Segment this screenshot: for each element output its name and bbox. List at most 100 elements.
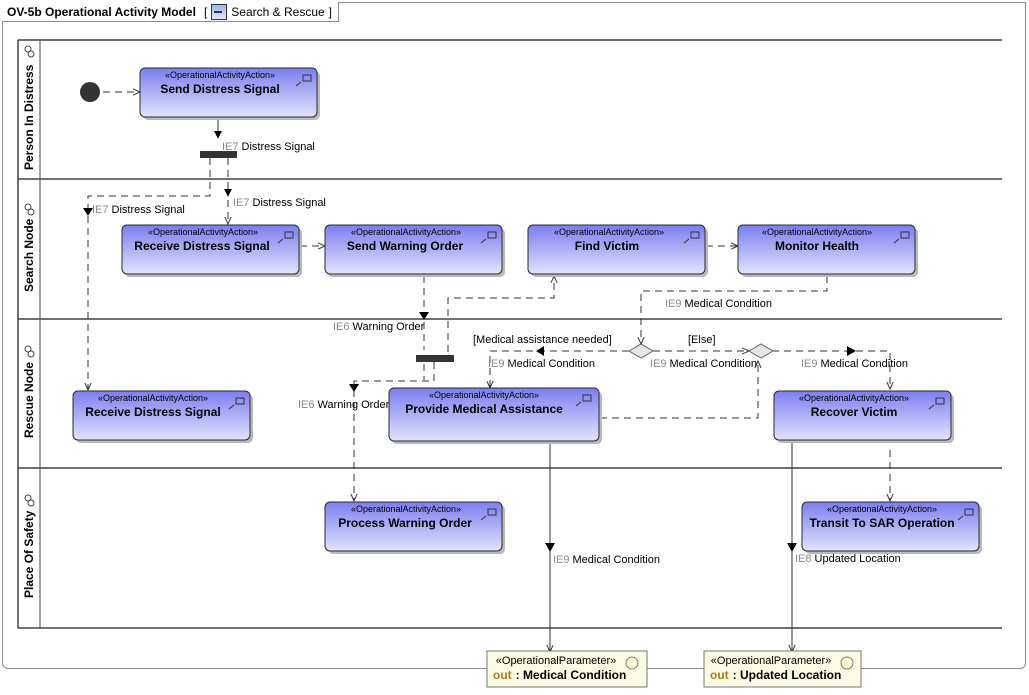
action-name: Process Warning Order (338, 516, 472, 530)
action-receive-distress-signal-rescue[interactable]: «OperationalActivityAction» Receive Dist… (72, 390, 253, 443)
parameter-name: out: Medical Condition (493, 668, 626, 682)
action-stereotype: «OperationalActivityAction» (799, 393, 909, 403)
pin-arrowhead (787, 543, 797, 552)
lane-icon (24, 45, 35, 58)
merge-node[interactable] (748, 343, 774, 359)
action-name: Send Warning Order (347, 239, 464, 253)
parameter-stereotype: «OperationalParameter» (711, 655, 831, 667)
rake-icon (957, 508, 974, 521)
parameter-icon (840, 656, 854, 670)
lane-place-of-safety[interactable]: Place Of Safety (22, 494, 36, 598)
action-find-victim[interactable]: «OperationalActivityAction» Find Victim (527, 224, 708, 277)
lane-label: Person In Distress (22, 64, 36, 170)
rake-icon (480, 231, 497, 244)
action-name: Receive Distress Signal (134, 239, 269, 253)
swimlanes: Person In Distress Search Node Rescue No… (17, 39, 1002, 629)
action-name: Monitor Health (775, 239, 859, 253)
lane-label: Rescue Node (22, 362, 36, 438)
rake-icon (893, 231, 910, 244)
action-stereotype: «OperationalActivityAction» (762, 227, 872, 237)
action-name: Send Distress Signal (160, 82, 279, 96)
action-stereotype: «OperationalActivityAction» (554, 227, 664, 237)
action-receive-distress-signal-search[interactable]: «OperationalActivityAction» Receive Dist… (121, 224, 302, 277)
rake-icon (480, 508, 497, 521)
activity-diagram-icon (211, 3, 228, 20)
diagram-title-tab[interactable]: OV-5b Operational Activity Model [ Searc… (2, 2, 340, 22)
action-stereotype: «OperationalActivityAction» (148, 227, 258, 237)
lane-icon (24, 203, 35, 216)
object-flow-ie9[interactable] (772, 350, 890, 389)
pin-arrowhead (847, 346, 856, 356)
action-send-warning-order[interactable]: «OperationalActivityAction» Send Warning… (324, 224, 505, 277)
parameter-medical-condition[interactable]: «OperationalParameter» out: Medical Cond… (486, 650, 648, 688)
rake-icon (228, 397, 245, 410)
guard-else[interactable]: [Else] (688, 334, 716, 346)
action-send-distress-signal[interactable]: «OperationalActivityAction» Send Distres… (139, 67, 320, 120)
action-name: Receive Distress Signal (85, 405, 220, 419)
action-stereotype: «OperationalActivityAction» (429, 390, 539, 400)
action-monitor-health[interactable]: «OperationalActivityAction» Monitor Heal… (737, 224, 918, 277)
action-recover-victim[interactable]: «OperationalActivityAction» Recover Vict… (773, 390, 954, 443)
action-name: Transit To SAR Operation (809, 516, 954, 530)
initial-node[interactable] (80, 82, 100, 102)
diagram-title: OV-5b Operational Activity Model (7, 4, 196, 19)
action-stereotype: «OperationalActivityAction» (98, 393, 208, 403)
lane-icon (24, 345, 35, 358)
action-process-warning-order[interactable]: «OperationalActivityAction» Process Warn… (324, 501, 505, 554)
action-name: Provide Medical Assistance (405, 402, 563, 416)
rake-icon (295, 74, 312, 87)
pin-arrowhead (349, 384, 359, 392)
lane-person-in-distress[interactable]: Person In Distress (22, 45, 36, 170)
pin-arrowhead (83, 208, 93, 216)
action-transit-to-sar-operation[interactable]: «OperationalActivityAction» Transit To S… (801, 501, 982, 554)
rake-icon (277, 231, 294, 244)
control-flow[interactable] (447, 276, 554, 352)
object-flow-ie7[interactable] (88, 158, 211, 390)
join-node[interactable] (416, 355, 454, 362)
object-flow-ie6[interactable] (354, 362, 435, 501)
object-flow-medical-needed[interactable] (490, 350, 629, 388)
parameter-icon (625, 656, 639, 670)
flows (83, 92, 890, 652)
lane-label: Place Of Safety (22, 510, 36, 598)
object-flow-ie9[interactable] (600, 361, 758, 419)
object-flow-ie9[interactable] (641, 276, 828, 344)
fork-node[interactable] (200, 151, 237, 158)
lane-icon (24, 494, 35, 507)
lane-label: Search Node (22, 218, 36, 292)
parameter-name: out: Updated Location (710, 668, 841, 682)
pin-arrowhead (419, 312, 429, 320)
action-stereotype: «OperationalActivityAction» (351, 504, 461, 514)
action-provide-medical-assistance[interactable]: «OperationalActivityAction» Provide Medi… (388, 387, 602, 444)
rake-icon (928, 397, 945, 410)
pin-arrowhead (545, 543, 555, 552)
diagram-context[interactable]: [ Search & Rescue ] (203, 3, 333, 20)
action-stereotype: «OperationalActivityAction» (351, 227, 461, 237)
parameter-stereotype: «OperationalParameter» (496, 655, 616, 667)
guard-medical-needed[interactable]: [Medical assistance needed] (473, 334, 612, 346)
action-stereotype: «OperationalActivityAction» (827, 504, 937, 514)
rake-icon (575, 394, 592, 407)
action-name: Find Victim (575, 239, 639, 253)
rake-icon (683, 231, 700, 244)
pin-arrowhead (536, 346, 544, 356)
action-stereotype: «OperationalActivityAction» (165, 70, 275, 80)
parameter-updated-location[interactable]: «OperationalParameter» out: Updated Loca… (703, 650, 862, 688)
decision-node[interactable] (628, 343, 654, 359)
lane-search-node[interactable]: Search Node (22, 203, 36, 292)
lane-rescue-node[interactable]: Rescue Node (22, 345, 36, 438)
action-name: Recover Victim (811, 405, 898, 419)
